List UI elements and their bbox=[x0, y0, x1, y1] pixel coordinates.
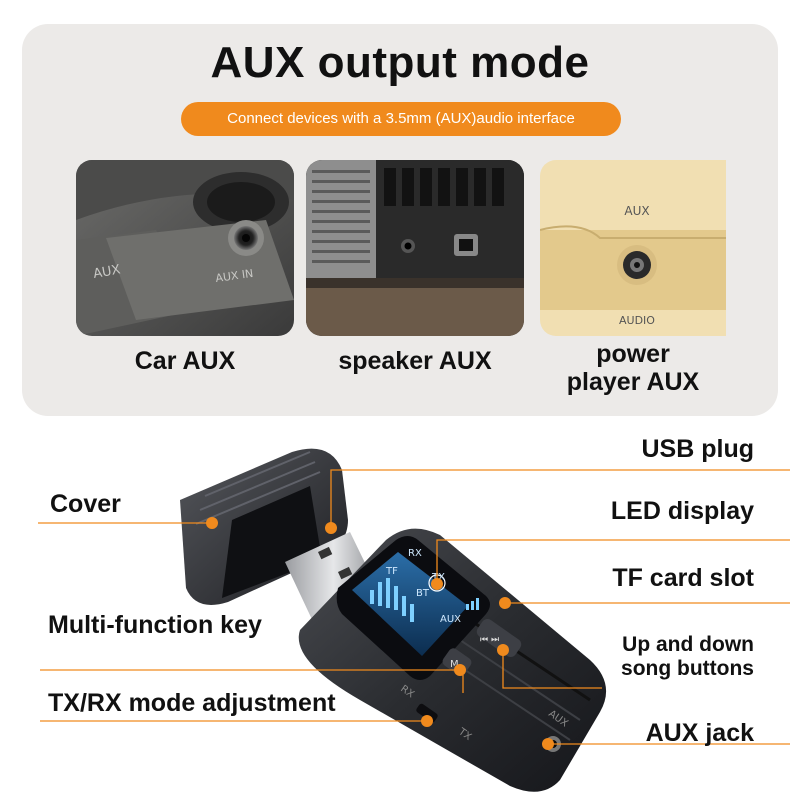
aux-text: AUX bbox=[92, 262, 122, 282]
screen-rx: RX bbox=[408, 548, 422, 559]
label-line: Up and down bbox=[622, 633, 754, 656]
screen-aux: AUX bbox=[440, 614, 461, 625]
speaker-aux-photo bbox=[306, 160, 524, 336]
callout-lines bbox=[38, 469, 790, 745]
mode-button-text: M bbox=[450, 659, 459, 670]
prev-next-icon: ⏮ ⏭ bbox=[480, 635, 499, 645]
car-aux-caption: Car AUX bbox=[134, 347, 236, 375]
speaker-aux-caption: speaker AUX bbox=[338, 347, 492, 375]
label-multi-function-key: Multi-function key bbox=[48, 611, 262, 639]
callout-dots bbox=[206, 517, 554, 750]
power-player-aux-caption: power player AUX bbox=[540, 340, 726, 396]
label-cover: Cover bbox=[50, 490, 121, 518]
subtitle-pill: Connect devices with a 3.5mm (AUX)audio … bbox=[181, 102, 621, 136]
label-usb-plug: USB plug bbox=[641, 435, 755, 463]
label-tf-card-slot: TF card slot bbox=[612, 564, 754, 592]
car-aux-photo: AUX AUX IN bbox=[76, 160, 294, 336]
label-aux-jack: AUX jack bbox=[645, 719, 754, 747]
screen-tf: TF bbox=[385, 566, 398, 577]
power-player-aux-photo: AUX AUDIO bbox=[540, 160, 758, 336]
page-title: AUX output mode bbox=[210, 38, 590, 87]
aux-in-text: AUX IN bbox=[215, 267, 255, 285]
caption-line: power bbox=[596, 340, 670, 368]
label-tx-rx-mode-adjustment: TX/RX mode adjustment bbox=[48, 689, 336, 717]
label-line: song buttons bbox=[621, 657, 754, 680]
audio-text: AUDIO bbox=[619, 314, 655, 327]
tx-rx-switch[interactable] bbox=[415, 703, 439, 724]
screen-tx: TX bbox=[431, 572, 445, 583]
caption-line: player AUX bbox=[566, 368, 700, 396]
led-display: RX TX TF BT AUX bbox=[336, 536, 490, 680]
label-song-buttons: Up and down song buttons bbox=[621, 633, 754, 681]
label-led-display: LED display bbox=[610, 497, 754, 525]
screen-bt: BT bbox=[416, 588, 430, 599]
song-buttons[interactable]: ⏮ ⏭ bbox=[474, 617, 523, 660]
aux-text: AUX bbox=[624, 204, 649, 218]
